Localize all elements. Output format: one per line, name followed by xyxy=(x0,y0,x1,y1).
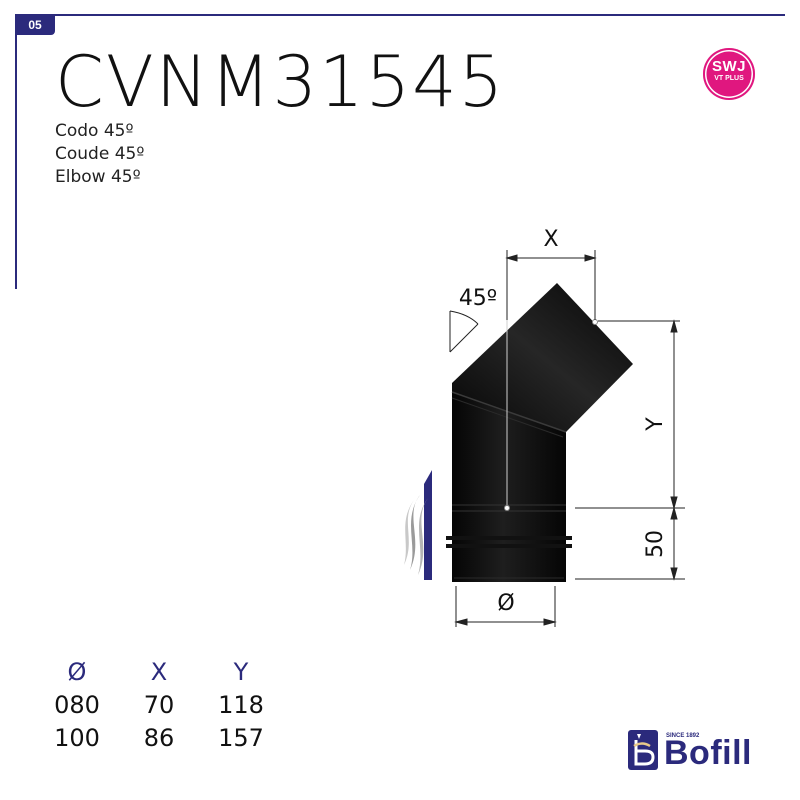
table-row: 080 70 118 xyxy=(45,688,273,721)
flow-direction-icon xyxy=(404,470,432,580)
dimension-y-label: Y xyxy=(643,417,668,432)
angle-marker xyxy=(449,310,479,353)
product-code: CVNM31545 xyxy=(55,41,506,123)
bofill-logo: SINCE 1892 Bofill xyxy=(628,728,752,770)
bofill-logo-mark-icon xyxy=(628,730,658,770)
bofill-since: SINCE 1892 xyxy=(666,733,700,739)
badge-line2: VT PLUS xyxy=(714,75,744,82)
product-name-es: Codo 45º xyxy=(55,121,134,141)
product-name-fr: Coude 45º xyxy=(55,144,145,164)
product-names: Codo 45º Coude 45º Elbow 45º xyxy=(55,120,144,189)
frame-left-line xyxy=(15,14,17,289)
product-name-en: Elbow 45º xyxy=(55,167,141,187)
header-diameter: Ø xyxy=(67,657,87,686)
section-tab: 05 xyxy=(15,14,55,35)
dimension-diameter xyxy=(454,586,557,627)
bofill-wordmark: Bofill xyxy=(664,734,752,772)
dimension-diameter-label: Ø xyxy=(497,591,514,616)
dimension-50-label: 50 xyxy=(643,530,668,558)
dimension-y xyxy=(575,319,685,581)
table-header-row: Ø X Y xyxy=(45,655,273,688)
swj-vt-plus-badge: SWJ VT PLUS xyxy=(703,48,755,100)
cell-diameter: 080 xyxy=(54,690,100,719)
angle-label: 45º xyxy=(459,286,497,311)
header-x: X xyxy=(150,657,168,686)
cell-diameter: 100 xyxy=(54,723,100,752)
badge-line1: SWJ xyxy=(711,58,746,75)
dimensions-table: Ø X Y 080 70 118 100 86 157 xyxy=(45,655,273,754)
cell-y: 157 xyxy=(218,723,264,752)
pipe-body xyxy=(446,283,633,582)
table-row: 100 86 157 xyxy=(45,721,273,754)
frame-top-line xyxy=(15,14,785,16)
cell-x: 86 xyxy=(143,723,175,752)
dimension-x xyxy=(505,250,597,320)
cell-x: 70 xyxy=(143,690,175,719)
dimension-x-label: X xyxy=(543,227,558,252)
header-y: Y xyxy=(233,657,249,686)
cell-y: 118 xyxy=(218,690,264,719)
